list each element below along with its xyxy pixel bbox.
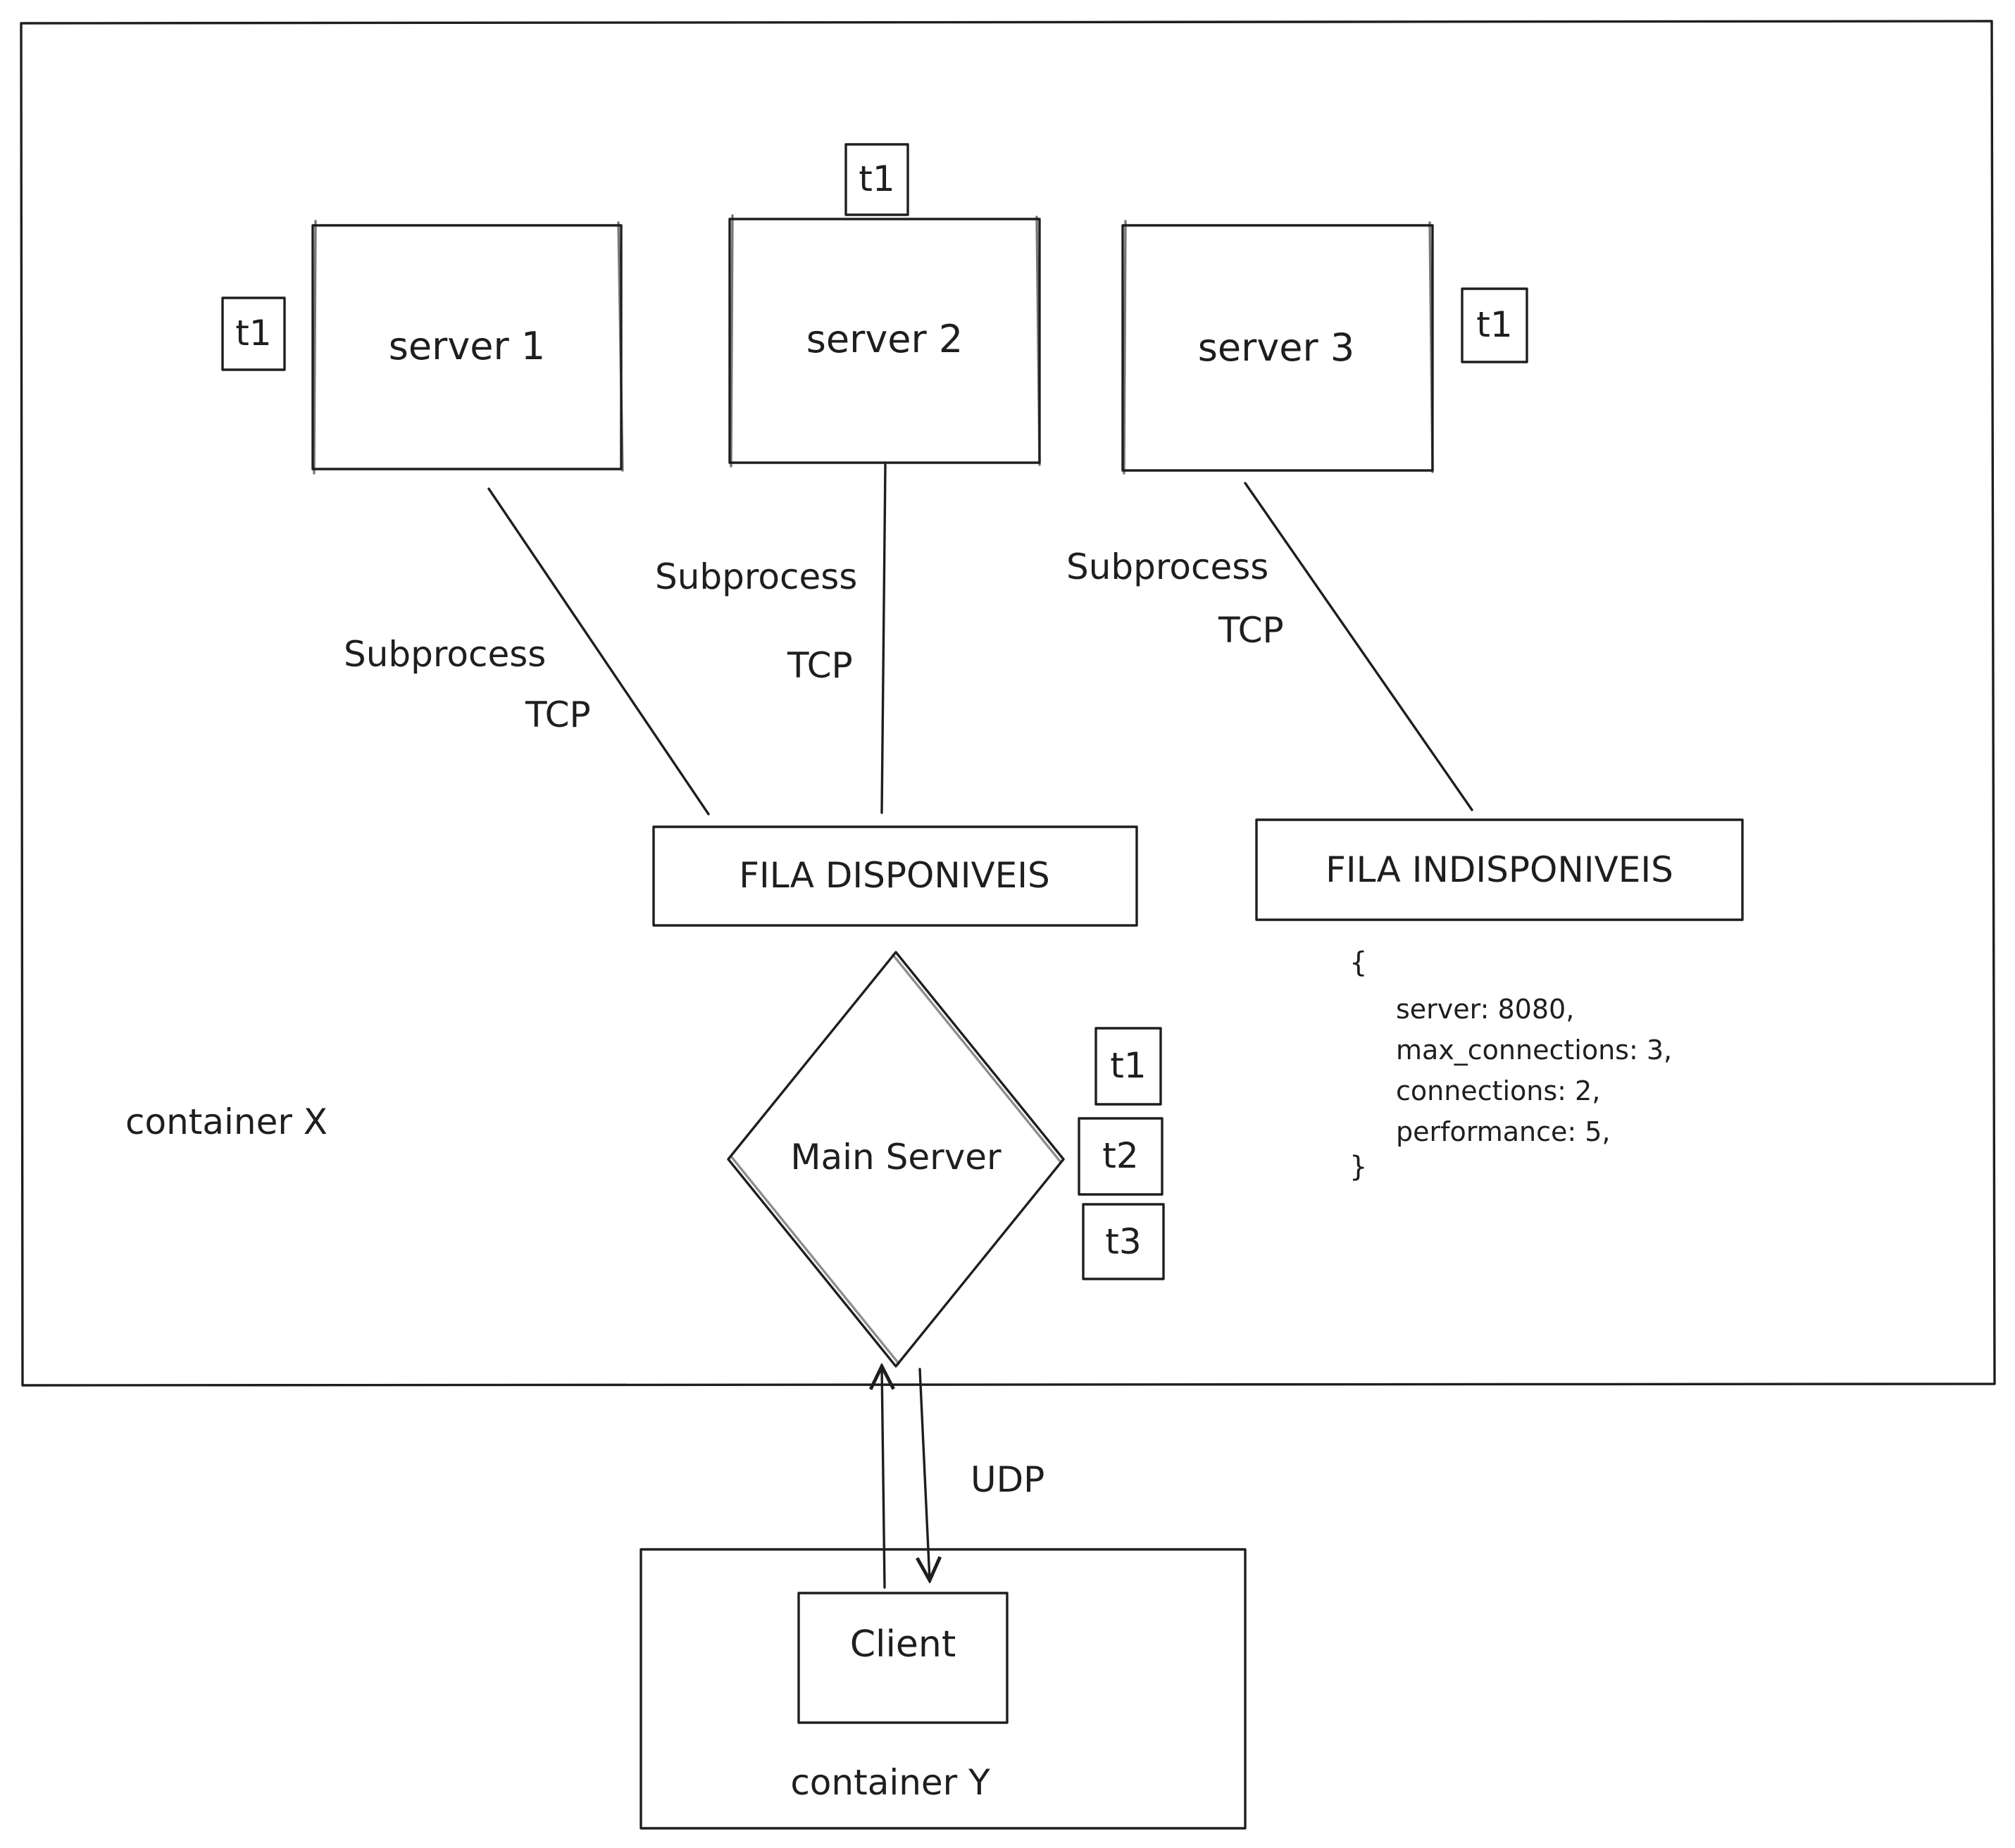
client-label: Client	[850, 1623, 956, 1666]
config-line: connections: 2,	[1396, 1075, 1600, 1106]
client: Client	[797, 1592, 1009, 1724]
server-1-link-label: Subprocess	[344, 634, 546, 675]
udp-connection: UDP	[882, 1366, 1044, 1589]
server-3-link-label: Subprocess	[1066, 547, 1268, 587]
server-3-label: server 3	[1198, 325, 1354, 370]
main-server-tag-t1-label: t1	[1110, 1045, 1146, 1086]
server-2-tag: t1	[844, 143, 909, 216]
server-1-label: server 1	[389, 324, 545, 368]
config-line: server: 8080,	[1396, 994, 1574, 1025]
server-2-label: server 2	[806, 317, 963, 361]
container-y: container Y	[640, 1548, 1247, 1830]
queue-unavailable-label: FILA INDISPONIVEIS	[1325, 849, 1673, 890]
container-y-label: container Y	[790, 1762, 990, 1803]
server-1-connection: Subprocess TCP	[344, 487, 710, 816]
container-x-label: container X	[125, 1101, 327, 1142]
server-1-protocol: TCP	[525, 694, 591, 735]
main-server-tag-t3-label: t3	[1105, 1221, 1141, 1262]
main-server-tag-t2: t2	[1078, 1117, 1164, 1196]
udp-label: UDP	[971, 1459, 1044, 1500]
server-3-connection: Subprocess TCP	[1066, 482, 1473, 811]
main-server-tag-t3: t3	[1082, 1203, 1165, 1280]
container-x: container X	[20, 20, 1996, 1387]
server-3-tag: t1	[1461, 287, 1528, 363]
queue-available: FILA DISPONIVEIS	[652, 825, 1138, 927]
server-2-protocol: TCP	[787, 645, 853, 686]
server-2-connection: Subprocess TCP	[655, 463, 887, 814]
server-2: server 2	[728, 214, 1041, 468]
config-line: performance: 5,	[1396, 1116, 1611, 1147]
main-server-tag-t1: t1	[1094, 1027, 1162, 1106]
queue-available-label: FILA DISPONIVEIS	[739, 855, 1050, 896]
server-2-link-label: Subprocess	[655, 556, 857, 597]
config-open-brace: {	[1349, 947, 1367, 979]
server-config: { server: 8080, max_connections: 3, conn…	[1349, 947, 1672, 1183]
server-1-tag: t1	[221, 296, 286, 371]
queue-unavailable: FILA INDISPONIVEIS	[1255, 818, 1744, 921]
arrow-down	[920, 1368, 930, 1580]
main-server-label: Main Server	[790, 1137, 1002, 1178]
server-1: server 1	[311, 220, 624, 475]
server-3: server 3	[1121, 220, 1434, 475]
server-3-protocol: TCP	[1218, 610, 1284, 651]
server-3-tag-label: t1	[1476, 304, 1512, 345]
server-1-tag-label: t1	[235, 313, 271, 354]
main-server-tag-t2-label: t2	[1102, 1135, 1138, 1176]
main-server: Main Server	[727, 951, 1065, 1368]
server-2-tag-label: t1	[859, 158, 894, 199]
config-line: max_connections: 3,	[1396, 1035, 1672, 1066]
arrow-up	[882, 1366, 885, 1589]
config-close-brace: }	[1349, 1151, 1367, 1183]
